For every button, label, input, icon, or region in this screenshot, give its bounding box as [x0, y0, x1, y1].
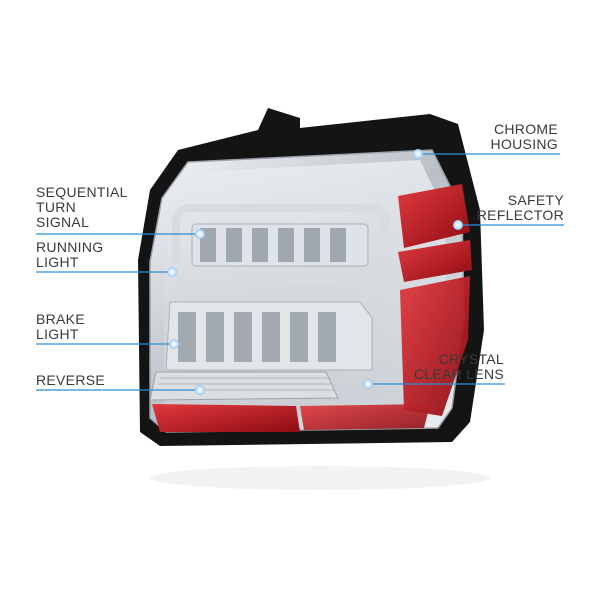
dot-brake-light [169, 339, 179, 349]
dot-chrome-housing [413, 149, 423, 159]
label-sequential-turn-signal: SEQUENTIAL TURN SIGNAL [36, 184, 128, 230]
running-light-bar [172, 204, 390, 286]
callout-lines [36, 153, 564, 391]
callout-dots [167, 149, 463, 395]
lower-red-reflector [152, 404, 300, 432]
lower-red-reflector-right [300, 404, 430, 430]
brake-light-leds [178, 312, 336, 362]
dot-sequential-turn-signal [195, 229, 205, 239]
label-brake-light: BRAKE LIGHT [36, 311, 85, 342]
label-safety-reflector: SAFETY REFLECTOR [476, 192, 564, 223]
reverse-light [149, 371, 339, 401]
safety-reflector-side [400, 276, 470, 416]
dot-safety-reflector [453, 220, 463, 230]
safety-reflector-upper [398, 184, 470, 248]
turn-signal-leds [200, 228, 346, 262]
safety-reflector-mid [398, 240, 472, 282]
dot-running-light [167, 267, 177, 277]
dot-reverse [195, 385, 205, 395]
dot-crystal-clear-lens [363, 379, 373, 389]
label-crystal-clear-lens: CRYSTAL CLEAR LENS [413, 351, 504, 382]
label-chrome-housing: CHROME HOUSING [490, 121, 558, 152]
floor-reflection [150, 466, 490, 490]
label-reverse: REVERSE [36, 372, 106, 388]
label-running-light: RUNNING LIGHT [36, 239, 104, 270]
